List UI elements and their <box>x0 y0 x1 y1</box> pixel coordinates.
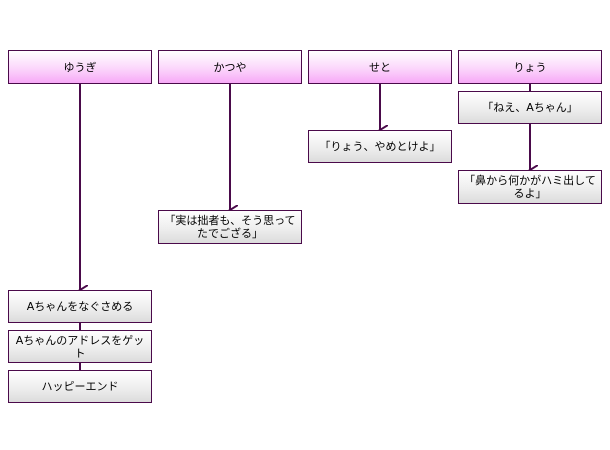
column-header-ryou: りょう <box>458 50 602 84</box>
step-yuugi-3: ハッピーエンド <box>8 370 152 403</box>
column-header-seto: せと <box>308 50 452 84</box>
step-katsuya-1: 「実は拙者も、そう思ってたでござる」 <box>158 210 302 244</box>
step-yuugi-1: Aちゃんをなぐさめる <box>8 290 152 323</box>
column-header-katsuya: かつや <box>158 50 302 84</box>
step-seto-1: 「りょう、やめとけよ」 <box>308 130 452 163</box>
step-ryou-2: 「鼻から何かがハミ出してるよ」 <box>458 170 602 204</box>
step-ryou-1: 「ねえ、Aちゃん」 <box>458 91 602 124</box>
step-yuugi-2: Aちゃんのアドレスをゲット <box>8 330 152 363</box>
column-header-yuugi: ゆうぎ <box>8 50 152 84</box>
